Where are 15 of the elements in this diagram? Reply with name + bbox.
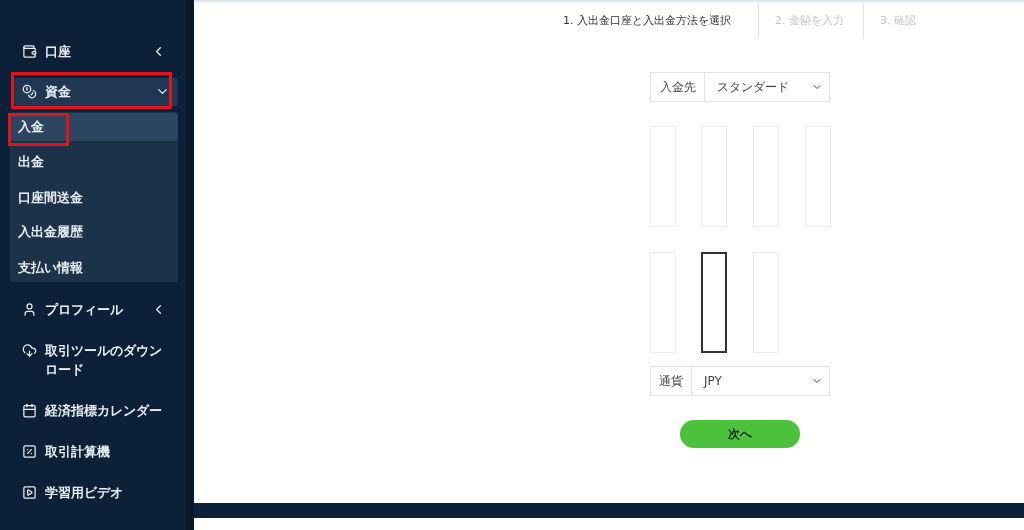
menu-item: 取引ツールのダウンロード: [14, 337, 174, 383]
menu-item: 口座間送金: [17, 189, 84, 207]
menu-item: 口座: [14, 38, 174, 66]
menu-item: 資金: [14, 78, 178, 106]
menu-item: 出金: [17, 153, 45, 171]
menu-item: 経済指標カレンダー: [14, 397, 174, 425]
menu-item: 取引計算機: [14, 438, 174, 466]
payment-option-card: [701, 252, 727, 353]
menu-item: プロフィール: [14, 296, 174, 324]
step-label: 1. 入出金口座と入出金方法を選択: [563, 13, 731, 28]
menu-item: 学習用ビデオ: [14, 479, 174, 507]
menu-item: 入金: [10, 113, 178, 141]
menu-item: 入出金履歴: [17, 223, 84, 241]
menu-item: 支払い情報: [17, 259, 84, 277]
next-button: 次へ: [680, 420, 800, 448]
